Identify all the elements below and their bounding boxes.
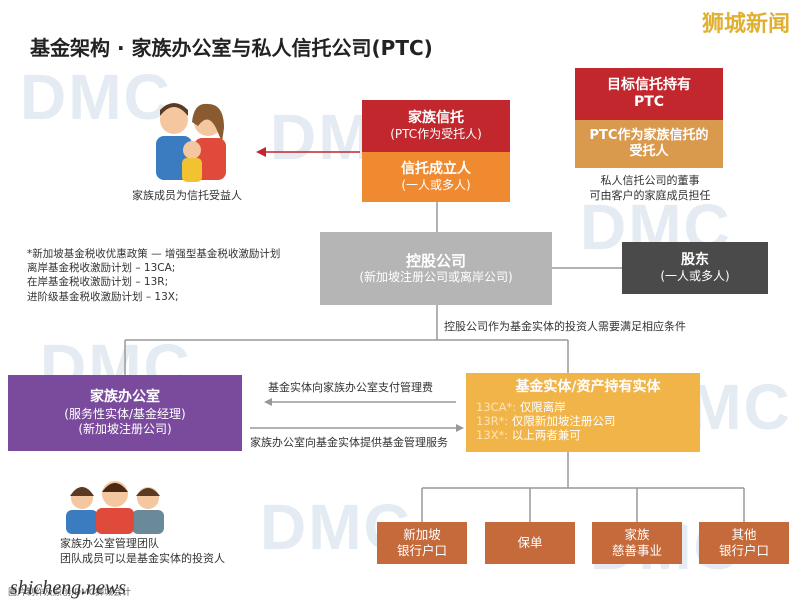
fee-arrow-label: 基金实体向家族办公室支付管理费 xyxy=(268,381,433,394)
family-trust-sub: (PTC作为受托人) xyxy=(390,127,482,142)
fund-desc: 仅限新加坡注册公司 xyxy=(511,413,616,428)
fund-entity-title: 基金实体/资产持有实体 xyxy=(515,379,661,395)
holding-title: 控股公司 xyxy=(405,251,466,270)
family-office-title: 家族办公室 xyxy=(90,389,160,406)
account-line1: 家族 xyxy=(624,527,650,543)
footer-credit: 图片制作及原创:DMC狮城会计 xyxy=(8,588,132,598)
tax-note-line: 进阶级基金税收激励计划 – 13X; xyxy=(27,290,179,303)
beneficiary-caption: 家族成员为信托受益人 xyxy=(132,189,242,202)
fund-desc: 仅限离岸 xyxy=(519,399,566,414)
shareholder-title: 股东 xyxy=(681,251,709,268)
fund-code: 13CA*: xyxy=(476,399,517,414)
account-box-singapore-bank: 新加坡 银行户口 xyxy=(377,522,467,564)
account-box-other-bank: 其他 银行户口 xyxy=(699,522,789,564)
ptc-target-box: 目标信托持有PTC xyxy=(575,68,723,120)
brand-logo: 狮城新闻 xyxy=(701,12,790,37)
holding-condition-label: 控股公司作为基金实体的投资人需要满足相应条件 xyxy=(444,320,686,333)
ptc-trustee-box: PTC作为家族信托的受托人 xyxy=(575,120,723,168)
arrow-right-icon xyxy=(456,424,464,432)
tax-notes: *新加坡基金税收优惠政策 — 增强型基金税收激励计划 离岸基金税收激励计划 – … xyxy=(27,247,280,304)
account-line1: 其他 xyxy=(731,527,757,543)
arrow-left-icon xyxy=(264,398,272,406)
family-icon xyxy=(156,103,226,182)
fund-code: 13R*: xyxy=(476,413,509,428)
account-line2: 慈善事业 xyxy=(611,543,662,558)
ptc-trustee-title: PTC作为家族信托的受托人 xyxy=(589,127,709,159)
tax-note-line: 离岸基金税收激励计划 – 13CA; xyxy=(27,262,176,275)
fund-code: 13X*: xyxy=(476,428,509,443)
tax-note-line: 在岸基金税收激励计划 – 13R; xyxy=(27,276,169,289)
ptc-caption: 私人信托公司的董事 可由客户的家庭成员担任 xyxy=(580,174,720,204)
arrow-left-icon xyxy=(256,147,266,157)
settlor-box: 信托成立人 (一人或多人) xyxy=(362,152,510,202)
family-office-sub1: (服务性实体/基金经理) xyxy=(64,406,186,421)
family-trust-title: 家族信托 xyxy=(408,109,464,126)
account-box-charity: 家族 慈善事业 xyxy=(592,522,682,564)
fund-entity-box: 基金实体/资产持有实体 13CA*: 仅限离岸 13R*: 仅限新加坡注册公司 … xyxy=(466,373,700,452)
holding-company-box: 控股公司 (新加坡注册公司或离岸公司) xyxy=(320,232,552,305)
account-line1: 保单 xyxy=(517,535,543,551)
fund-entity-item: 13R*: 仅限新加坡注册公司 xyxy=(476,414,615,428)
ptc-caption-line: 私人信托公司的董事 xyxy=(600,174,700,187)
team-icon xyxy=(66,481,164,534)
watermark-text: DMC xyxy=(20,61,172,133)
settlor-title: 信托成立人 xyxy=(401,160,471,177)
family-office-sub2: (新加坡注册公司) xyxy=(78,421,172,436)
shareholder-box: 股东 (一人或多人) xyxy=(622,242,768,294)
holding-sub: (新加坡注册公司或离岸公司) xyxy=(359,270,513,285)
footer-site: shicheng.news xyxy=(10,577,127,599)
service-arrow-label: 家族办公室向基金实体提供基金管理服务 xyxy=(250,436,448,449)
ptc-target-title: 目标信托持有PTC xyxy=(607,76,691,111)
account-line1: 新加坡 xyxy=(403,527,441,543)
team-caption: 家族办公室管理团队 团队成员可以是基金实体的投资人 xyxy=(60,537,225,567)
page-title: 基金架构 · 家族办公室与私人信托公司(PTC) xyxy=(30,36,433,60)
team-caption-line: 团队成员可以是基金实体的投资人 xyxy=(60,551,225,565)
ptc-caption-line: 可由客户的家庭成员担任 xyxy=(589,188,711,202)
family-office-box: 家族办公室 (服务性实体/基金经理) (新加坡注册公司) xyxy=(8,375,242,451)
fund-entity-item: 13X*: 以上两者兼可 xyxy=(476,428,615,442)
fund-entity-item: 13CA*: 仅限离岸 xyxy=(476,400,615,414)
shareholder-sub: (一人或多人) xyxy=(660,269,730,284)
account-line2: 银行户口 xyxy=(396,543,447,558)
team-caption-line: 家族办公室管理团队 xyxy=(60,537,159,550)
settlor-sub: (一人或多人) xyxy=(401,178,471,193)
account-box-insurance: 保单 xyxy=(485,522,575,564)
fund-desc: 以上两者兼可 xyxy=(511,428,581,443)
tax-note-line: *新加坡基金税收优惠政策 — 增强型基金税收激励计划 xyxy=(27,248,281,260)
account-line2: 银行户口 xyxy=(718,543,769,558)
family-trust-box: 家族信托 (PTC作为受托人) xyxy=(362,100,510,152)
